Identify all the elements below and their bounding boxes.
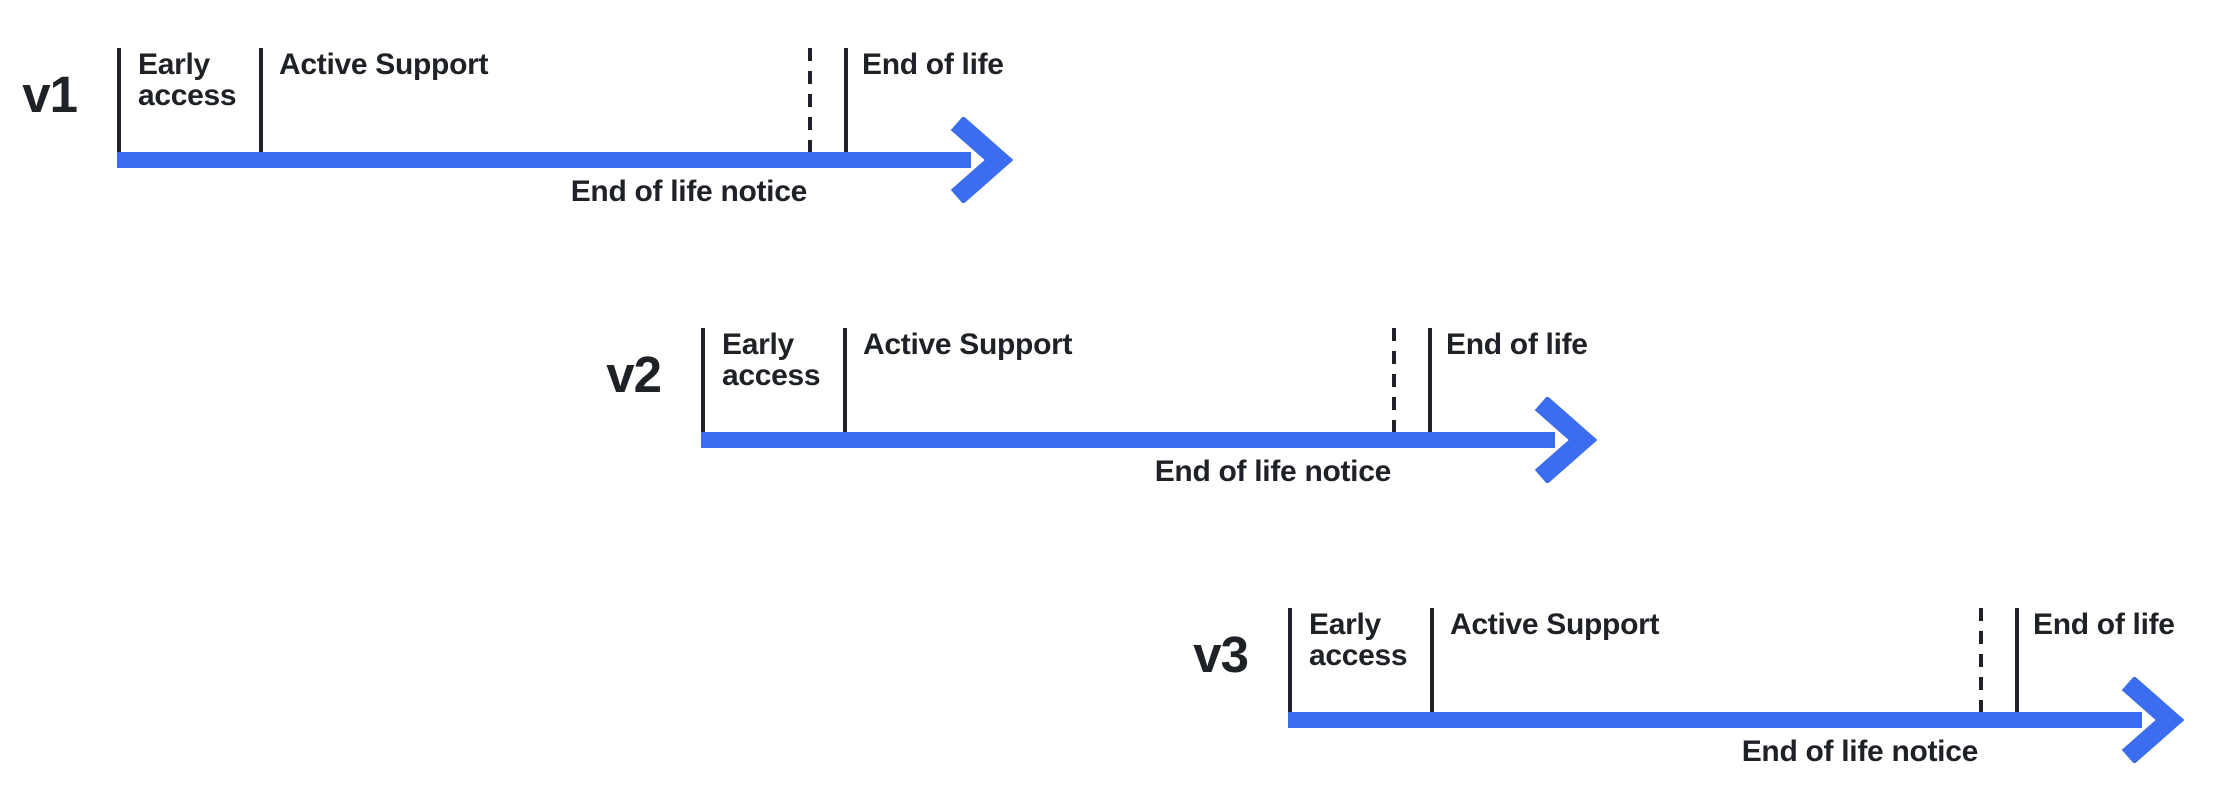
end-of-life-tick <box>1428 328 1432 433</box>
arrow-head-icon <box>2121 677 2184 763</box>
timeline-v3: v3 Early access Active Support End of li… <box>1193 608 2228 808</box>
active-support-tick <box>259 48 263 153</box>
timeline-v1: v1 Early access Active Support End of li… <box>22 48 1117 248</box>
early-access-tick <box>117 48 121 153</box>
active-support-tick <box>1430 608 1434 713</box>
end-of-life-notice-label: End of life notice <box>1741 735 1979 768</box>
end-of-life-notice-label: End of life notice <box>1154 455 1392 488</box>
early-access-label: Early access <box>722 328 821 392</box>
version-label-v2: v2 <box>606 346 662 403</box>
arrow-head-icon <box>950 117 1013 203</box>
end-of-life-label: End of life <box>1446 328 1588 361</box>
active-support-label: Active Support <box>1450 608 1660 641</box>
end-of-life-tick <box>844 48 848 153</box>
version-label-v1: v1 <box>22 66 78 123</box>
active-support-tick <box>843 328 847 433</box>
version-label-v3: v3 <box>1193 626 1249 683</box>
eol-notice-dashed-marker <box>808 48 812 153</box>
early-access-label: Early access <box>1309 608 1408 672</box>
arrow-head-icon <box>1534 397 1597 483</box>
early-access-tick <box>1288 608 1292 713</box>
end-of-life-notice-label: End of life notice <box>570 175 808 208</box>
active-support-label: Active Support <box>863 328 1073 361</box>
end-of-life-label: End of life <box>2033 608 2175 641</box>
early-access-label: Early access <box>138 48 237 112</box>
timeline-arrow-shaft <box>117 152 971 168</box>
timeline-v2: v2 Early access Active Support End of li… <box>606 328 1701 528</box>
end-of-life-tick <box>2015 608 2019 713</box>
timeline-arrow-shaft <box>1288 712 2142 728</box>
early-access-tick <box>701 328 705 433</box>
eol-notice-dashed-marker <box>1979 608 1983 713</box>
active-support-label: Active Support <box>279 48 489 81</box>
eol-notice-dashed-marker <box>1392 328 1396 433</box>
timeline-arrow-shaft <box>701 432 1555 448</box>
end-of-life-label: End of life <box>862 48 1004 81</box>
